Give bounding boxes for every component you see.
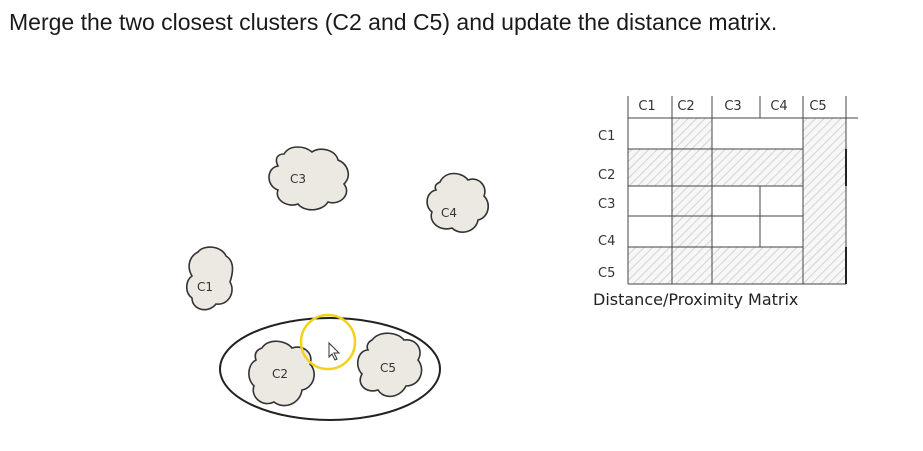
cluster-c1: C1 bbox=[185, 246, 234, 311]
hatched-column-c5 bbox=[803, 118, 846, 284]
col-header-c1: C1 bbox=[638, 99, 655, 114]
col-header-c2: C2 bbox=[677, 99, 694, 114]
cluster-c5: C5 bbox=[356, 332, 423, 398]
hatched-row-c2 bbox=[712, 149, 803, 186]
mouse-pointer-icon bbox=[328, 341, 341, 361]
hatched-row-c5 bbox=[712, 247, 803, 284]
cluster-c1-label: C1 bbox=[197, 280, 213, 294]
cluster-c4-label: C4 bbox=[441, 206, 457, 220]
row-header-c1: C1 bbox=[598, 129, 615, 144]
row-header-c5: C5 bbox=[598, 266, 615, 281]
matrix-caption: Distance/Proximity Matrix bbox=[593, 290, 799, 309]
col-header-c4: C4 bbox=[770, 99, 787, 114]
cluster-c2-label: C2 bbox=[272, 367, 288, 381]
row-header-c3: C3 bbox=[598, 197, 615, 212]
slide-title: Merge the two closest clusters (C2 and C… bbox=[9, 9, 778, 35]
cluster-c3-label: C3 bbox=[290, 172, 306, 186]
cluster-c4: C4 bbox=[426, 172, 490, 233]
highlight-ring bbox=[299, 313, 357, 371]
cluster-c3: C3 bbox=[268, 146, 350, 211]
hatched-cell-c2-c1 bbox=[628, 149, 672, 186]
cluster-c5-label: C5 bbox=[380, 361, 396, 375]
hatched-column-c2 bbox=[672, 118, 712, 284]
row-header-c4: C4 bbox=[598, 234, 615, 249]
merge-ellipse bbox=[219, 317, 441, 421]
col-header-c5: C5 bbox=[809, 99, 826, 114]
row-header-c2: C2 bbox=[598, 168, 615, 183]
hatched-cell-c5-c1 bbox=[628, 247, 672, 284]
cluster-c2: C2 bbox=[248, 340, 315, 407]
distance-matrix: C1 C2 C3 C4 C5 C1 C2 C3 C4 C5 bbox=[598, 96, 858, 285]
col-header-c3: C3 bbox=[724, 99, 741, 114]
